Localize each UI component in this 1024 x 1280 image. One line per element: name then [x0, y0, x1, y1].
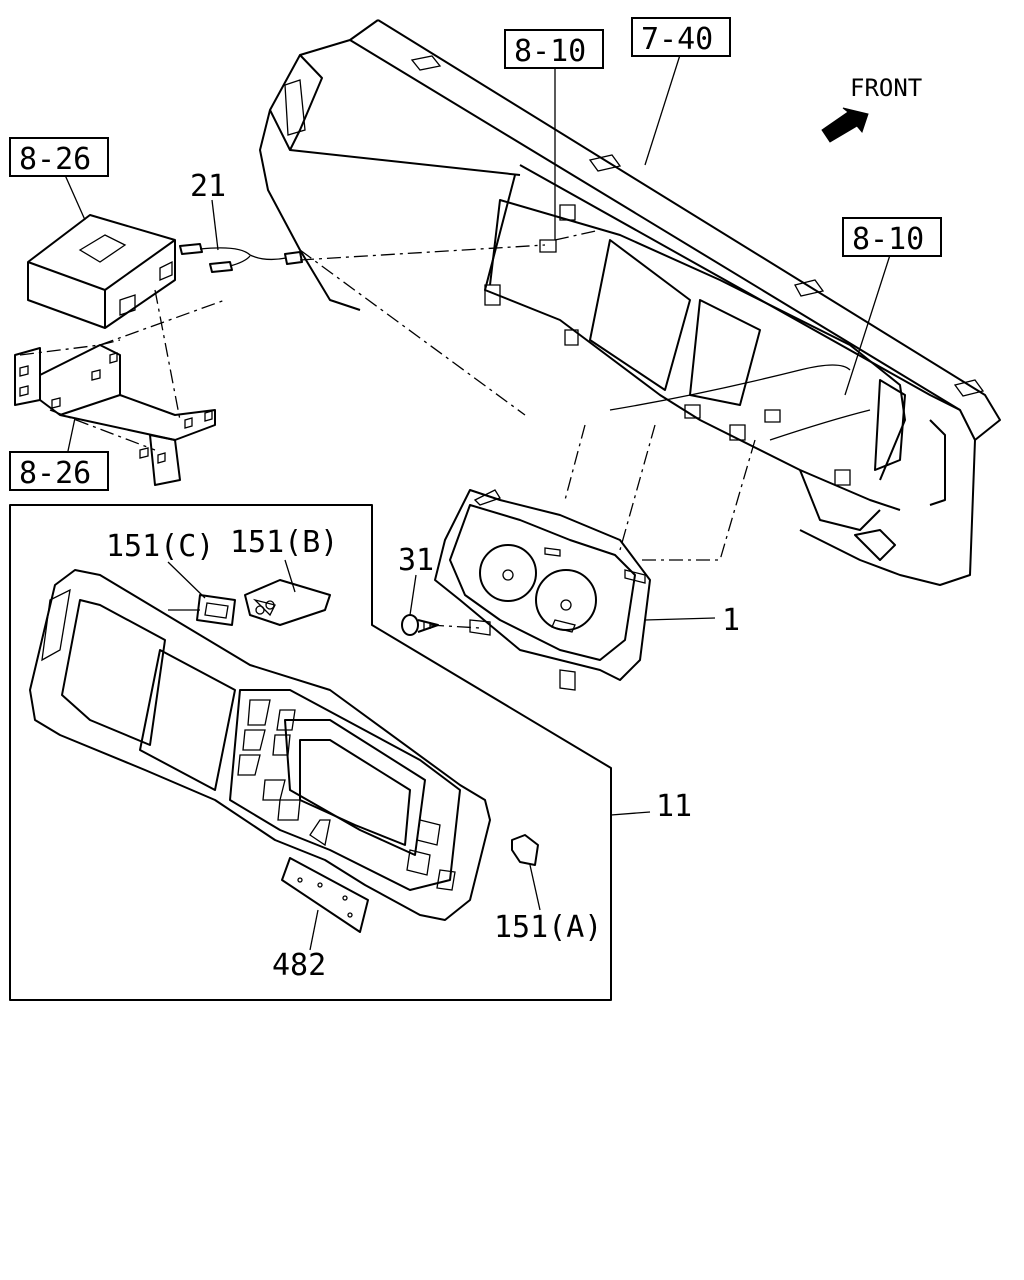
front-label: FRONT [850, 74, 922, 102]
ref-8-26-top[interactable]: 8-26 [19, 142, 91, 177]
part-31-label[interactable]: 31 [398, 543, 434, 578]
part-1-label[interactable]: 1 [722, 603, 740, 638]
ref-box-7-40 [631, 17, 731, 57]
dashboard-assembly [259, 19, 1001, 586]
ref-box-8-10-top [504, 29, 604, 69]
part-151b [244, 579, 331, 626]
part-151b-label[interactable]: 151(B) [230, 525, 338, 560]
part-151c-label[interactable]: 151(C) [106, 529, 214, 564]
part-482 [281, 857, 369, 933]
ref-8-10-right[interactable]: 8-10 [852, 222, 924, 257]
harness-21 [179, 243, 303, 273]
part-151a [511, 834, 539, 866]
assembly-lines [19, 39, 756, 629]
leader-lines [64, 54, 891, 951]
part-21-label[interactable]: 21 [190, 169, 226, 204]
bracket [14, 344, 216, 486]
part-151a-label[interactable]: 151(A) [494, 910, 602, 945]
part-11-label[interactable]: 11 [656, 789, 692, 824]
part-482-label[interactable]: 482 [272, 948, 326, 983]
detail-frame [9, 504, 612, 1001]
ref-8-10-top[interactable]: 8-10 [514, 34, 586, 69]
bezel-11 [29, 569, 491, 921]
ref-box-8-26-top [9, 137, 109, 177]
ref-box-8-26-bottom [9, 451, 109, 491]
ref-box-8-10-right [842, 217, 942, 257]
ref-7-40[interactable]: 7-40 [641, 22, 713, 57]
part-151c [196, 594, 236, 626]
ref-8-26-bottom[interactable]: 8-26 [19, 456, 91, 491]
front-arrow-icon [821, 107, 869, 143]
instrument-cluster [434, 489, 651, 691]
module-unit [27, 214, 176, 329]
